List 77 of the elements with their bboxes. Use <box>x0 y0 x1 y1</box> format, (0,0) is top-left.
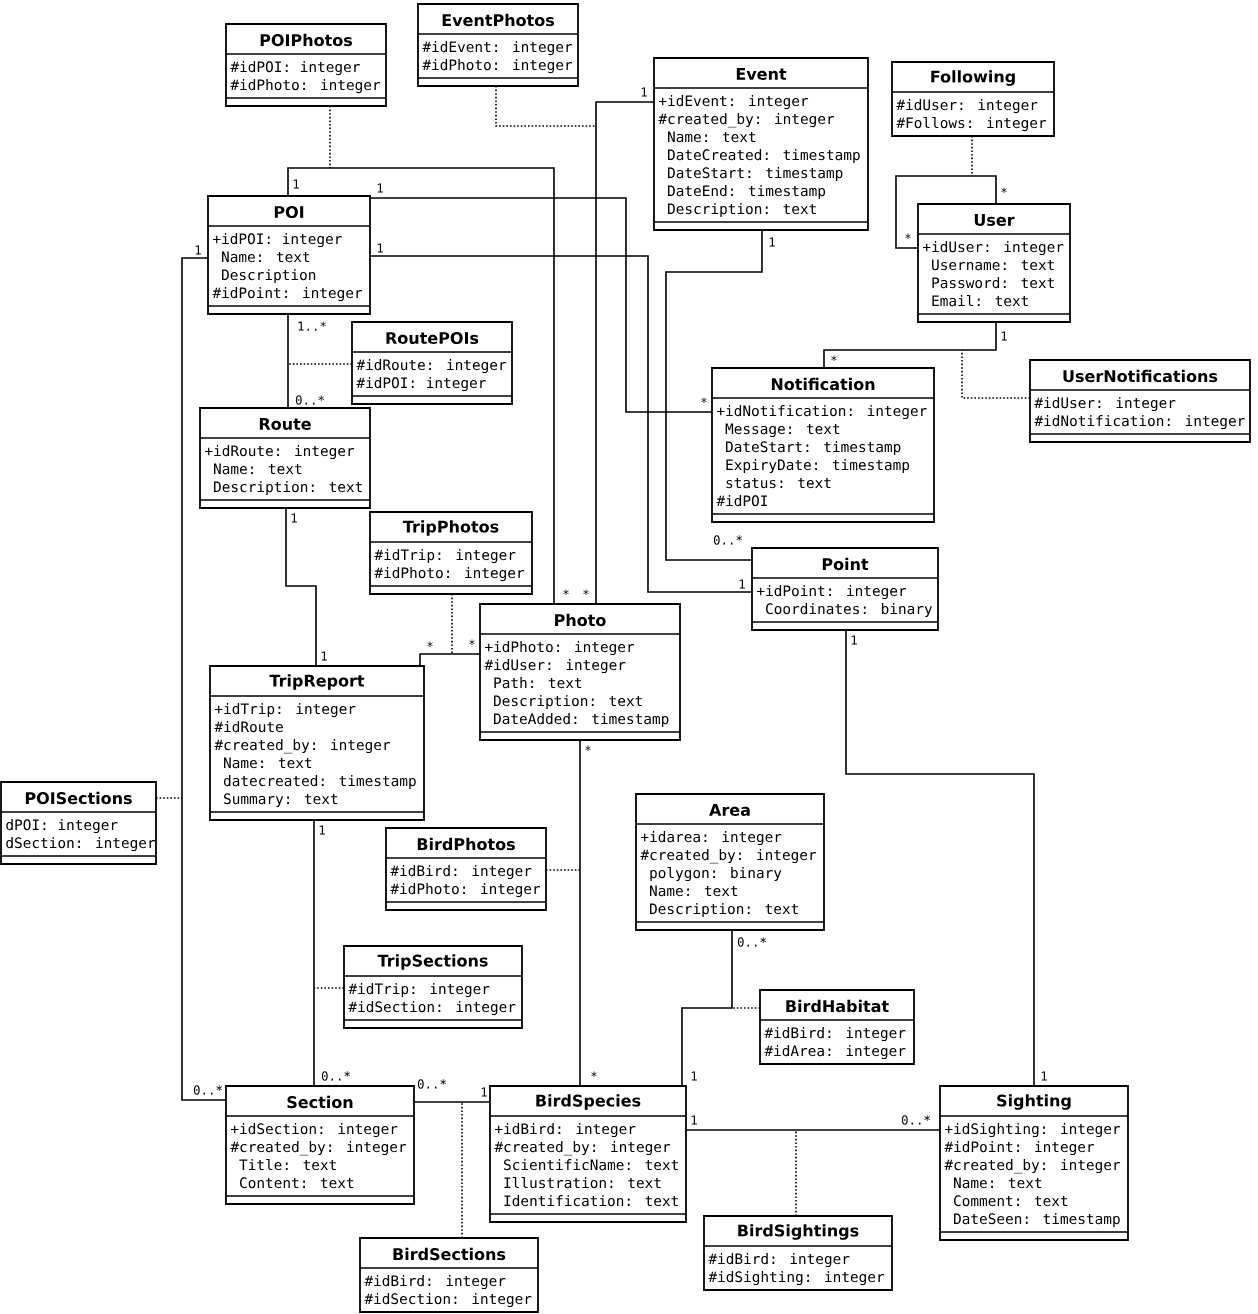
class-box <box>343 945 523 1029</box>
class-name: RoutePOIs <box>386 331 479 345</box>
class-name: BirdSections <box>393 1247 506 1261</box>
class-name: UserNotifications <box>1063 369 1218 383</box>
class-box <box>635 793 825 931</box>
class-name: POISections <box>25 791 132 805</box>
class-name: Sighting <box>997 1094 1071 1110</box>
association-line <box>369 255 753 593</box>
class-name: Section <box>287 1095 353 1109</box>
dotted-link <box>329 105 331 169</box>
class-name: Following <box>931 70 1015 86</box>
class-box <box>891 61 1055 137</box>
dotted-link <box>971 135 973 177</box>
association-line <box>287 313 289 409</box>
association-line <box>681 929 733 1087</box>
association-line <box>287 167 555 605</box>
class-box <box>711 367 935 523</box>
class-box <box>703 1215 893 1291</box>
class-box <box>939 1085 1129 1241</box>
class-name: BirdSpecies <box>536 1094 641 1110</box>
class-name: TripPhotos <box>402 520 499 536</box>
association-line <box>181 257 227 1101</box>
class-name: POIPhotos <box>260 33 352 47</box>
class-box <box>917 203 1071 323</box>
association-line <box>413 1101 491 1103</box>
class-name: Event <box>736 68 787 80</box>
class-box <box>385 827 547 911</box>
class-box <box>417 3 579 87</box>
association-line <box>823 321 997 369</box>
association-line <box>419 653 481 667</box>
association-line <box>665 229 763 561</box>
class-name: Area <box>709 804 750 816</box>
class-name: BirdPhotos <box>417 837 515 851</box>
class-box <box>199 407 371 509</box>
class-name: Point <box>822 557 869 571</box>
association-line <box>895 175 997 249</box>
association-line <box>285 507 317 667</box>
dotted-link <box>287 363 353 365</box>
class-name: TripReport <box>269 674 365 690</box>
class-name: Photo <box>555 613 606 627</box>
class-box <box>759 989 915 1065</box>
class-box <box>359 1237 539 1313</box>
class-name: POI <box>274 205 304 219</box>
association-line <box>579 739 581 1087</box>
class-name: TripSections <box>377 954 488 970</box>
dotted-link <box>461 1101 463 1239</box>
association-line <box>313 819 315 1087</box>
class-box <box>653 57 869 231</box>
dotted-link <box>545 869 581 871</box>
class-box <box>225 1085 415 1205</box>
dotted-link <box>451 593 453 655</box>
dotted-link <box>731 1007 761 1009</box>
class-box <box>489 1085 687 1223</box>
class-box <box>351 321 513 405</box>
association-line <box>595 101 655 605</box>
class-box <box>369 511 533 595</box>
association-line <box>685 1129 941 1131</box>
class-name: Route <box>259 418 311 430</box>
dotted-link <box>155 797 183 799</box>
association-line <box>369 197 713 413</box>
class-box <box>209 665 425 821</box>
dotted-link <box>795 1129 797 1217</box>
class-box <box>479 603 681 741</box>
class-box <box>225 23 387 107</box>
dotted-link <box>313 987 345 989</box>
class-name: User <box>974 214 1015 226</box>
dotted-link <box>495 85 597 127</box>
dotted-link <box>961 349 1031 399</box>
class-name: Notification <box>771 377 875 391</box>
class-name: EventPhotos <box>442 13 554 27</box>
class-name: BirdHabitat <box>786 999 889 1013</box>
class-box <box>0 781 157 865</box>
class-name: BirdSightings <box>738 1224 859 1240</box>
class-box <box>207 195 371 315</box>
class-box <box>1029 359 1251 443</box>
class-box <box>751 547 939 631</box>
association-line <box>845 629 1035 1087</box>
